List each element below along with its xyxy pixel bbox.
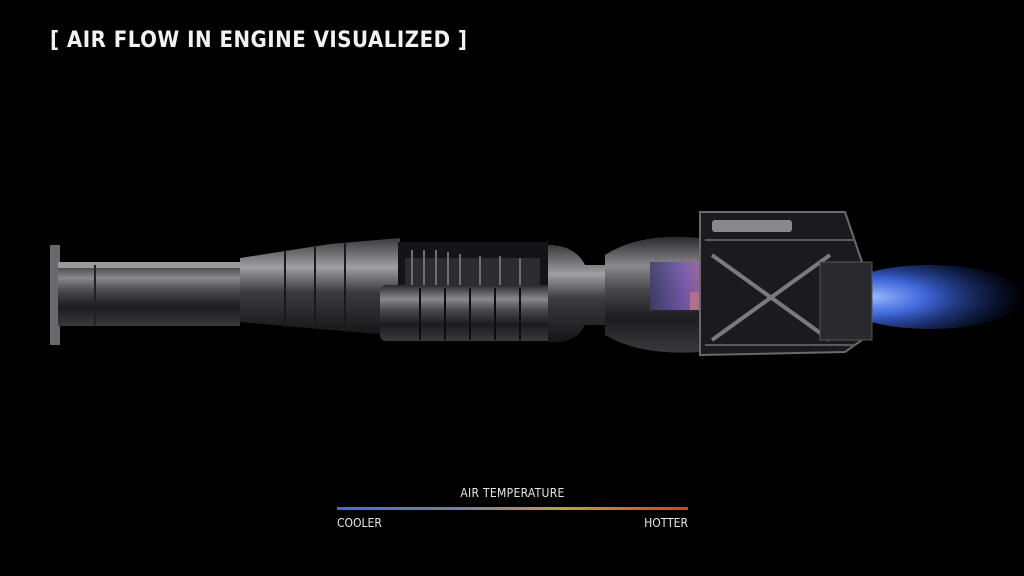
intake-duct — [58, 262, 240, 326]
legend-title: AIR TEMPERATURE — [460, 486, 565, 500]
exhaust-flame — [835, 265, 1024, 329]
main-casing — [380, 285, 570, 341]
legend-hotter-label: HOTTER — [644, 516, 688, 530]
exhaust-nozzle — [819, 261, 873, 341]
legend-cooler-label: COOLER — [337, 516, 382, 530]
combustor-neck — [548, 245, 605, 343]
temperature-gradient-bar — [337, 507, 688, 510]
compressor-housing — [240, 238, 400, 336]
intake-flange — [50, 245, 60, 345]
page-title: [ AIR FLOW IN ENGINE VISUALIZED ] — [50, 28, 468, 53]
temperature-legend: AIR TEMPERATURE COOLER HOTTER — [337, 486, 688, 536]
